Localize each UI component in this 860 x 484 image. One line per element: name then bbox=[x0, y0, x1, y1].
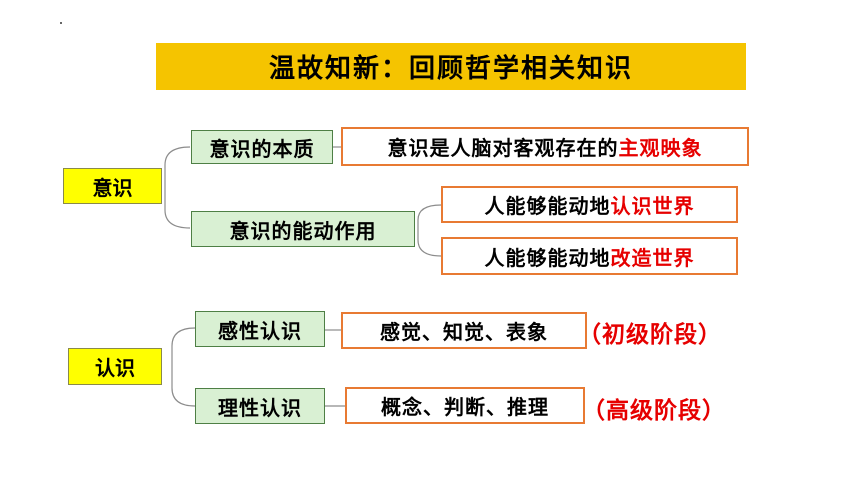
connector-cognition bbox=[171, 327, 196, 407]
consciousness-essence-desc: 意识是人脑对客观存在的主观映象 bbox=[341, 127, 749, 166]
consciousness-role-item-2: 人能够能动地改造世界 bbox=[441, 237, 738, 275]
essence-desc-highlight: 主观映象 bbox=[618, 136, 703, 160]
connector-role bbox=[417, 204, 442, 257]
cognition-rational-desc: 概念、判断、推理 bbox=[345, 387, 585, 424]
cognition-rational-stage: （高级阶段） bbox=[582, 397, 726, 424]
consciousness-role-item-1: 人能够能动地认识世界 bbox=[441, 186, 738, 223]
role-item-1-highlight: 认识世界 bbox=[610, 194, 695, 218]
stray-dot bbox=[60, 22, 62, 24]
connector-consciousness bbox=[164, 146, 191, 229]
cognition-perceptual-desc: 感觉、知觉、表象 bbox=[341, 312, 587, 349]
cognition-rational-label: 理性认识 bbox=[195, 388, 325, 424]
cognition-root: 认识 bbox=[68, 348, 162, 385]
cognition-perceptual-label: 感性认识 bbox=[195, 311, 325, 347]
role-item-1-prefix: 人能够能动地 bbox=[484, 194, 611, 218]
essence-desc-prefix: 意识是人脑对客观存在的 bbox=[387, 136, 619, 160]
role-item-2-highlight: 改造世界 bbox=[610, 245, 695, 270]
consciousness-root: 意识 bbox=[63, 168, 162, 204]
cognition-perceptual-stage: （初级阶段） bbox=[578, 321, 722, 348]
role-item-2-prefix: 人能够能动地 bbox=[484, 245, 611, 270]
page-title: 温故知新：回顾哲学相关知识 bbox=[156, 43, 746, 90]
consciousness-role-label: 意识的能动作用 bbox=[191, 211, 415, 247]
consciousness-essence-label: 意识的本质 bbox=[191, 130, 333, 164]
